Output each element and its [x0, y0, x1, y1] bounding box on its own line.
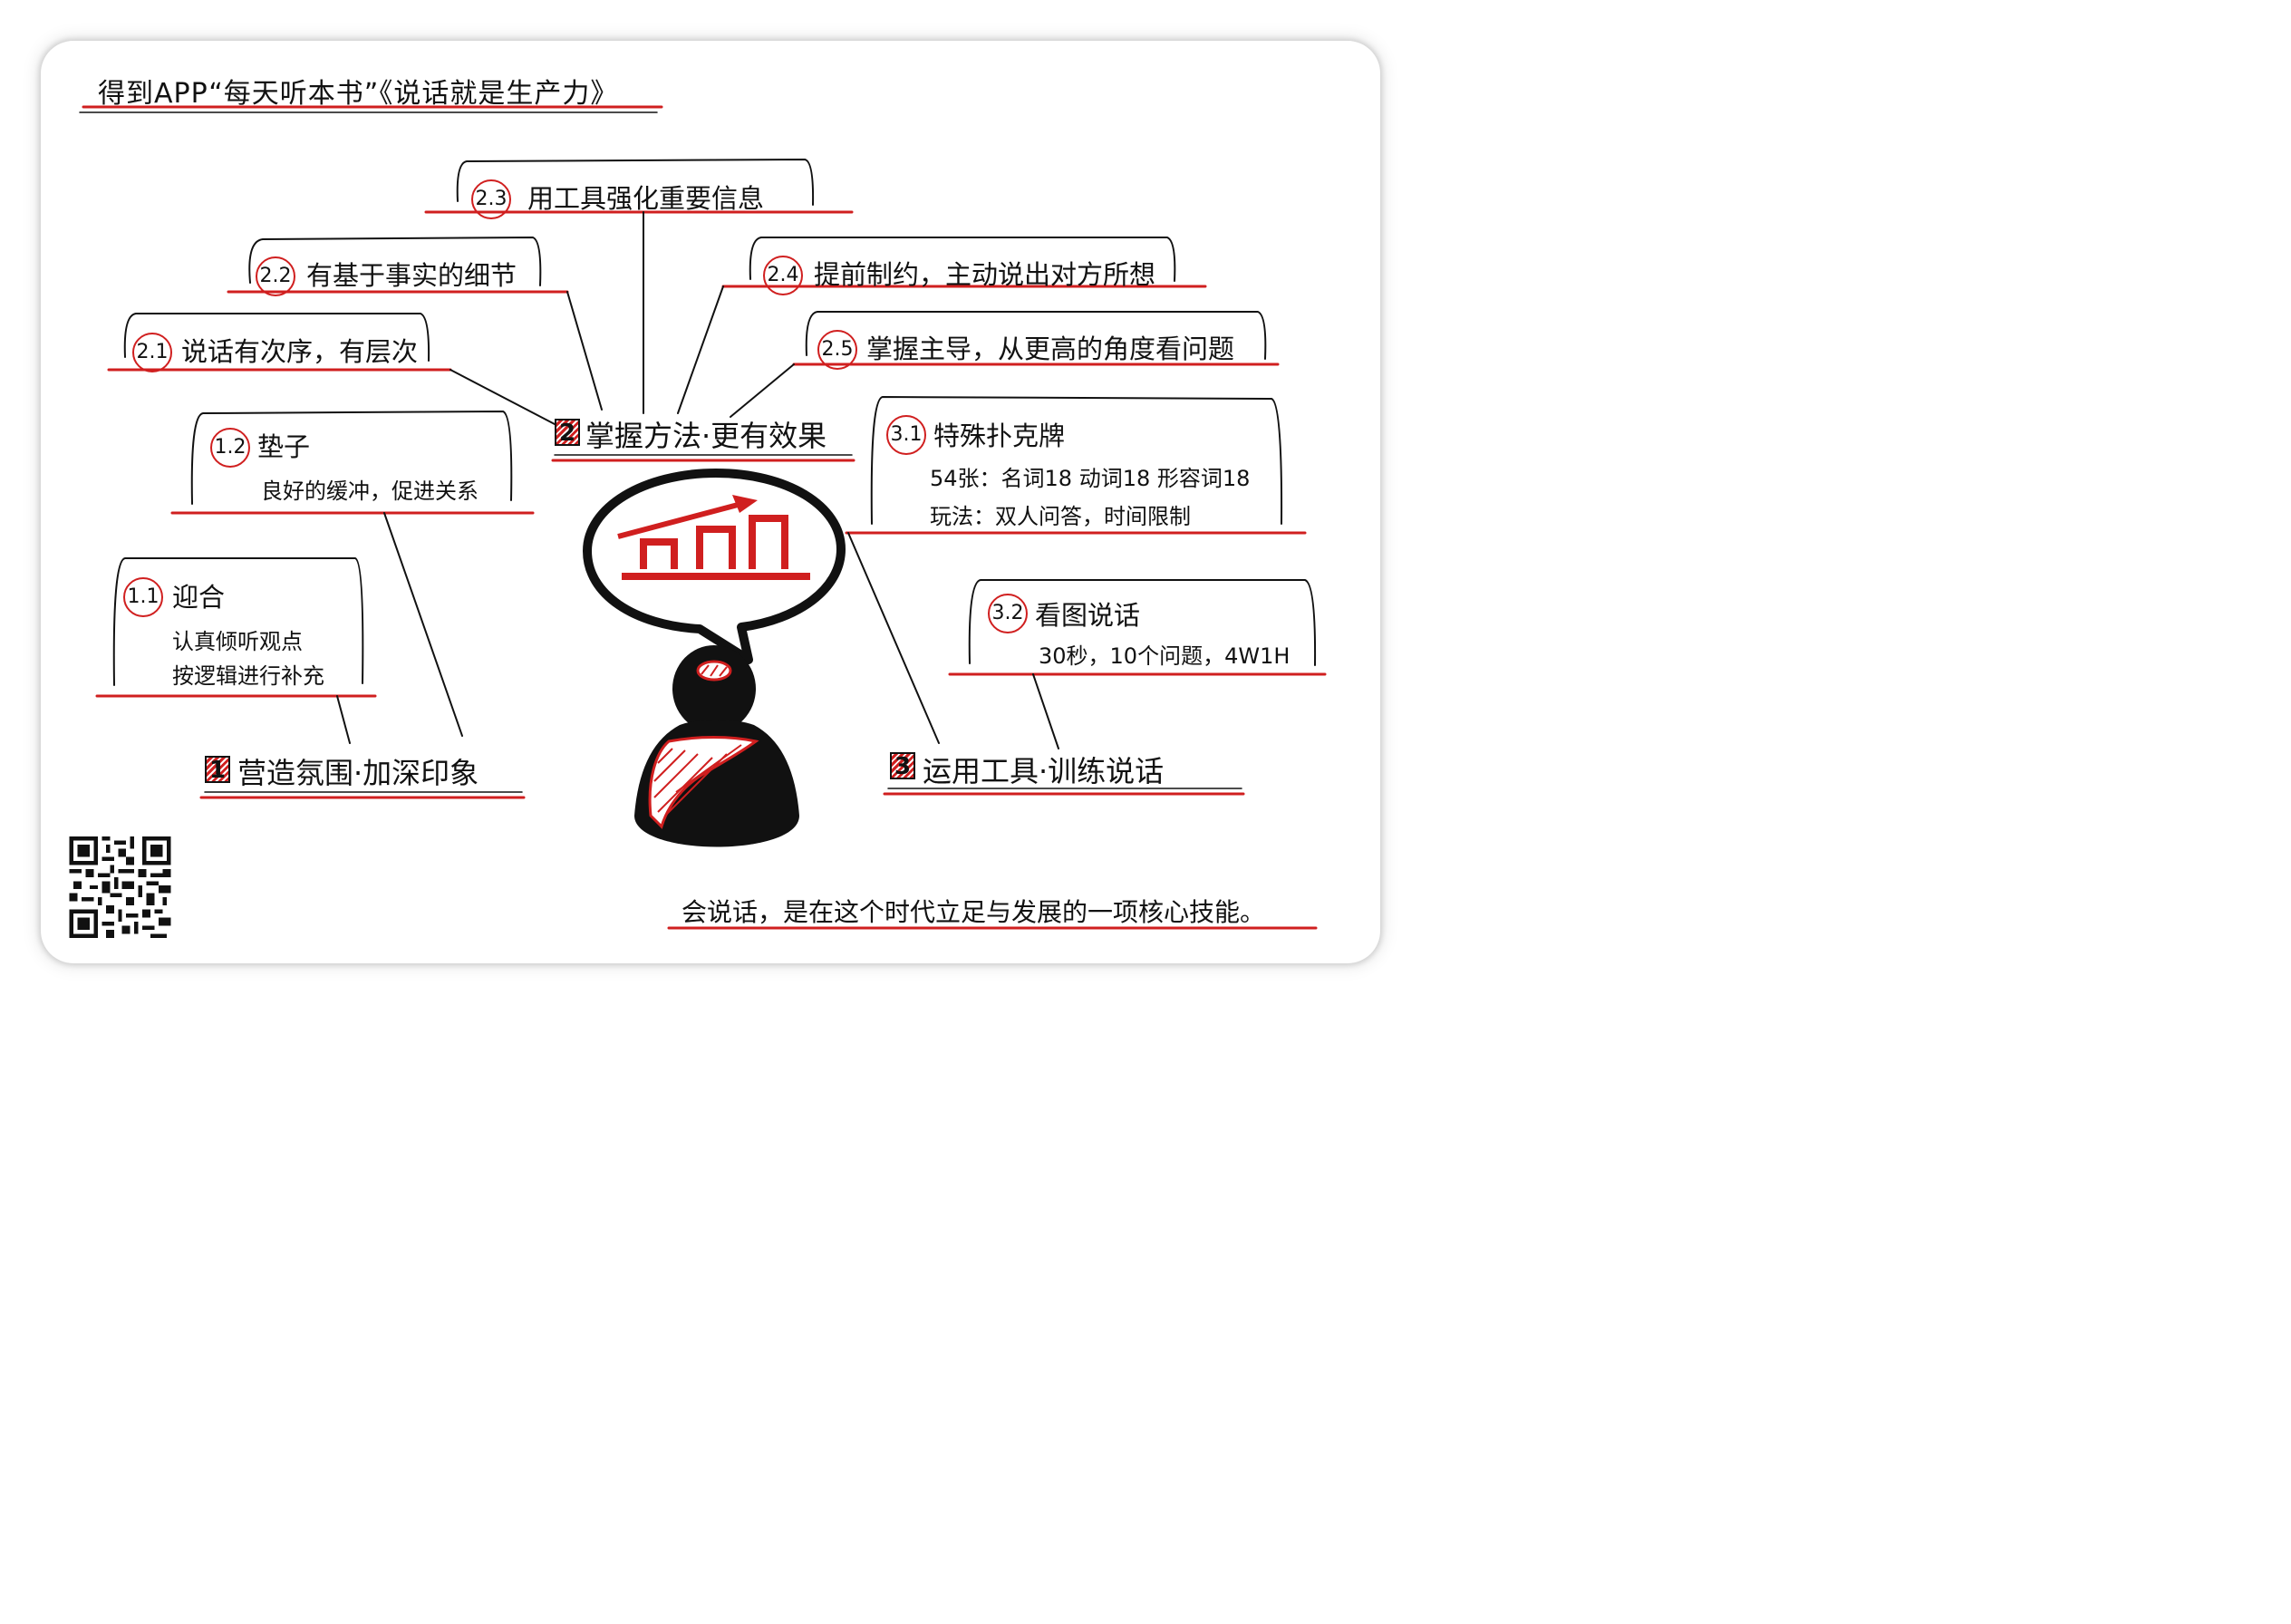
item-label-3-1: 特殊扑克牌 [933, 420, 1066, 451]
item-number-3-1: 3.1 [886, 415, 926, 455]
item-detail-1-1-a: 认真倾听观点 [172, 629, 303, 654]
item-label-2-4: 提前制约，主动说出对方所想 [814, 259, 1156, 290]
growth-chart-icon [617, 495, 810, 580]
branch-label-2: 掌握方法·更有效果 [585, 419, 827, 453]
item-label-2-3: 用工具强化重要信息 [527, 183, 765, 214]
item-label-2-1: 说话有次序，有层次 [181, 336, 419, 367]
item-detail-3-1-b: 玩法：双人问答，时间限制 [930, 504, 1191, 529]
speech-bubble-icon [583, 469, 846, 664]
item-number-3-2: 3.2 [988, 594, 1028, 633]
item-label-1-2: 垫子 [257, 431, 311, 462]
branch-marker-2: 2 [555, 419, 580, 446]
footer-caption: 会说话，是在这个时代立足与发展的一项核心技能。 [682, 897, 1266, 927]
page-title: 得到APP“每天听本书”《说话就是生产力》 [98, 78, 619, 110]
connector-lines [79, 105, 1327, 930]
item-number-2-1: 2.1 [132, 333, 172, 372]
qr-code [69, 836, 171, 938]
branch-marker-1: 1 [205, 756, 230, 783]
item-detail-3-2: 30秒，10个问题，4W1H [1039, 643, 1290, 669]
branch-marker-3: 3 [890, 752, 915, 779]
item-detail-1-1-b: 按逻辑进行补充 [172, 663, 324, 689]
item-number-2-2: 2.2 [256, 256, 295, 296]
item-detail-3-1-a: 54张：名词18 动词18 形容词18 [930, 466, 1251, 491]
item-number-1-1: 1.1 [123, 577, 163, 617]
item-label-2-5: 掌握主导，从更高的角度看问题 [866, 334, 1235, 364]
item-number-2-4: 2.4 [763, 256, 803, 295]
person-icon [634, 645, 799, 847]
item-label-1-1: 迎合 [172, 582, 226, 613]
item-number-2-3: 2.3 [471, 179, 511, 219]
item-number-1-2: 1.2 [210, 428, 250, 468]
branch-label-3: 运用工具·训练说话 [923, 754, 1165, 788]
item-number-2-5: 2.5 [817, 330, 857, 370]
item-label-3-2: 看图说话 [1035, 600, 1141, 631]
item-label-2-2: 有基于事实的细节 [306, 260, 517, 291]
item-detail-1-2: 良好的缓冲，促进关系 [261, 478, 478, 504]
branch-label-1: 营造氛围·加深印象 [237, 756, 479, 790]
